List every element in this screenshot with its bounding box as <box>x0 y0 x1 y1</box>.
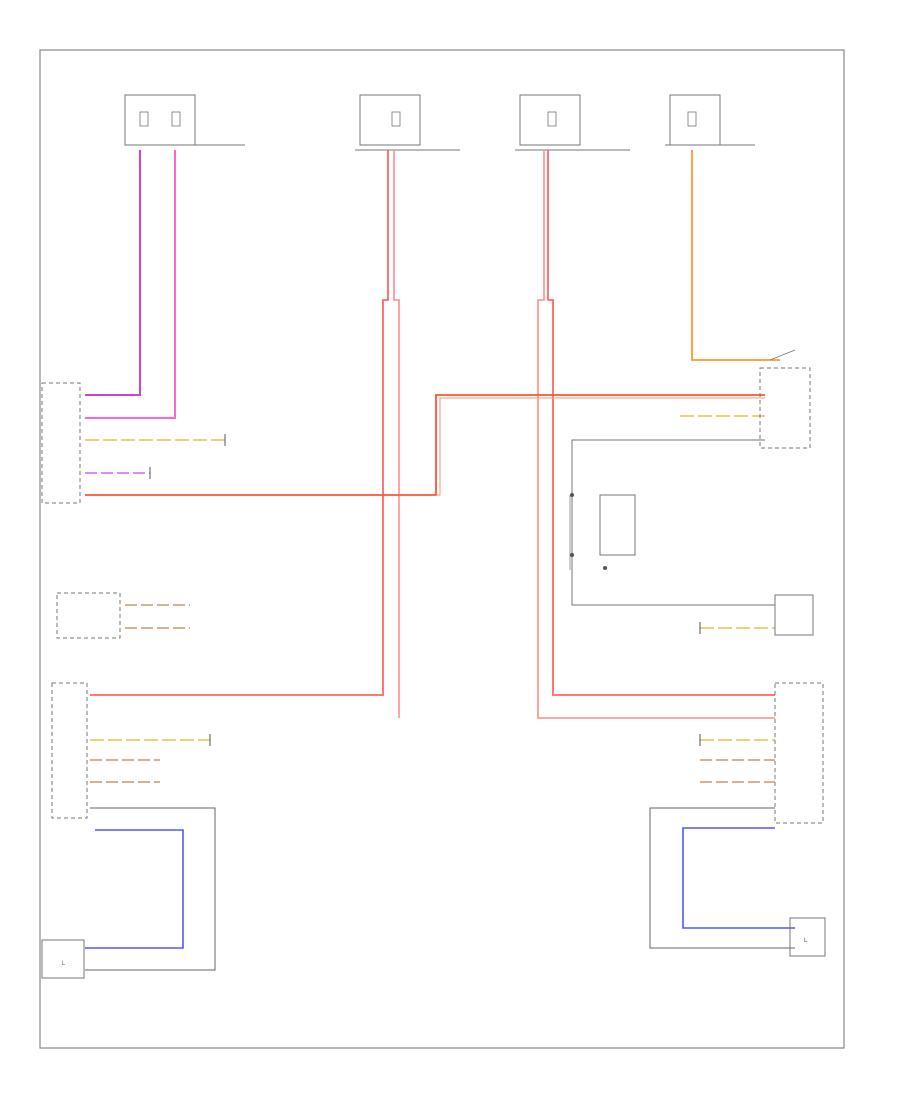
wire-gray-right <box>649 807 795 949</box>
fuse-panel-1 <box>124 94 245 146</box>
wire-red-1 <box>90 150 389 696</box>
wire-gray-left <box>85 807 216 971</box>
wire-violet-pink <box>85 150 141 396</box>
component-driver-door-module <box>774 682 824 824</box>
component-left-module <box>41 382 81 504</box>
component-relay <box>569 494 636 570</box>
fuse-panel-3 <box>515 94 630 151</box>
mirror-motor-symbol: L <box>804 938 808 944</box>
wire-orange <box>691 150 780 361</box>
fuse-symbol <box>687 111 697 127</box>
wire-blue-left <box>85 829 184 949</box>
wire-red-3 <box>547 150 775 696</box>
wire-pink <box>85 150 176 419</box>
fuse-panel-2 <box>355 94 460 151</box>
component-window-switch <box>759 349 811 449</box>
component-instrument-cluster <box>56 592 121 639</box>
junction-dots <box>570 493 607 570</box>
fuse-panel-4 <box>665 94 755 146</box>
fuse-symbol <box>139 111 181 127</box>
wire-red-2 <box>393 150 400 718</box>
component-passenger-mirror: L <box>41 939 85 979</box>
component-passenger-door-module <box>51 682 88 819</box>
wire-red-4 <box>537 150 775 719</box>
ground-icon <box>149 434 701 746</box>
wire-blue-right <box>682 827 795 929</box>
wire-orange-long <box>436 397 765 496</box>
component-driver-mirror: L <box>789 917 826 957</box>
wire-gray-switch <box>571 439 775 606</box>
diagram-border <box>39 49 845 1049</box>
fuse-symbol <box>391 111 401 127</box>
mirror-motor-symbol: L <box>62 961 66 967</box>
wire-red-long <box>85 394 765 496</box>
component-motor <box>774 594 814 636</box>
fuse-symbol <box>547 111 557 127</box>
